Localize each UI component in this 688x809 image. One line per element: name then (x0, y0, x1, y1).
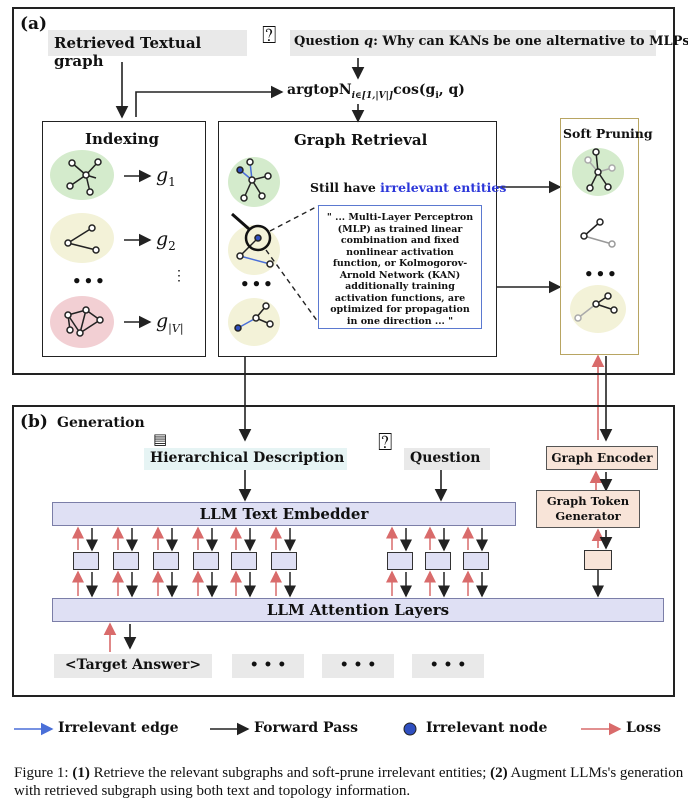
indexing-title: Indexing (85, 130, 159, 148)
answer-dots-2: • • • (322, 654, 394, 678)
still-have-text: Still have irrelevant entities (310, 180, 507, 195)
quote-box: " ... Multi-Layer Perceptron (MLP) as tr… (318, 205, 482, 329)
legend-forward-pass: Forward Pass (254, 720, 359, 736)
token-box (271, 552, 297, 570)
token-box (193, 552, 219, 570)
dashed-connector-top (269, 205, 319, 232)
token-box (425, 552, 451, 570)
indexing-box (42, 121, 206, 357)
graph-icon-1 (66, 158, 102, 196)
soft-pruning-title: Soft Pruning (563, 126, 653, 141)
answer-dots-3: • • • (412, 654, 484, 678)
figure-caption: Figure 1: (1) Retrieve the relevant subg… (14, 765, 684, 799)
arrow-indexing-to-argtop (135, 85, 284, 117)
irrelevant-entities-text: irrelevant entities (380, 180, 507, 195)
pruned-graph-2 (580, 218, 616, 248)
token-box (231, 552, 257, 570)
retrieval-yellow-blob-2 (228, 298, 280, 346)
soft-pruning-box (560, 118, 639, 355)
panel-a-tag: (a) (20, 14, 48, 34)
token-box (73, 552, 99, 570)
token-box (387, 552, 413, 570)
legend-irrelevant-node: Irrelevant node (426, 720, 548, 736)
token-box (153, 552, 179, 570)
argtop-cos: cos(g (393, 82, 436, 98)
indexing-dots: ••• (72, 272, 107, 290)
token-box (463, 552, 489, 570)
question-person-icon: ⍰ (262, 21, 277, 49)
g2-label: g2 (156, 228, 176, 253)
target-answer-chip: <Target Answer> (54, 654, 212, 678)
question-box: Question q: Why can KANs be one alternat… (290, 30, 688, 56)
retrieval-graph-1 (236, 158, 272, 202)
graph-retrieval-title: Graph Retrieval (294, 131, 428, 149)
magnifier-icon (231, 212, 272, 252)
question-text: : Why can KANs be one alternative to MLP… (373, 34, 688, 49)
document-icon: ▤ (153, 430, 168, 448)
pruning-dots: ••• (584, 265, 619, 283)
pruned-yellow-blob (570, 285, 626, 333)
token-arrows (72, 526, 604, 598)
pink-subgraph-blob (50, 296, 114, 348)
argtop-formula: argtopNi∈[1,|V|]cos(gi, q) (287, 82, 465, 101)
retrieval-graph-3 (234, 302, 274, 332)
argtop-cos-sub: i (435, 90, 439, 101)
retrieval-dots: ••• (240, 275, 275, 293)
panel-a (12, 7, 675, 375)
dashed-connector-bottom (265, 249, 319, 323)
argtop-sub: i∈[1,|V|] (351, 90, 394, 101)
graph-retrieval-box (218, 121, 497, 357)
gv-label: g|V| (156, 310, 184, 335)
retrieved-graph-label: Retrieved Textual graph (48, 30, 247, 70)
token-box (113, 552, 139, 570)
argtop-tail: , q) (438, 82, 465, 98)
graph-token-box (584, 550, 612, 570)
panel-b-tag: (b) (20, 412, 48, 432)
graph-token-generator-box: Graph Token Generator (536, 490, 640, 528)
hier-desc-chip: Hierarchical Description (144, 448, 347, 470)
question-chip: Question (404, 448, 490, 470)
panel-b (12, 405, 675, 697)
llm-attention-layers: LLM Attention Layers (52, 598, 664, 622)
pruned-graph-3 (574, 292, 618, 322)
panel-b-title: Generation (57, 415, 145, 431)
argtop-main: argtopN (287, 82, 352, 98)
graph-encoder-box: Graph Encoder (546, 446, 658, 470)
graph-icon-2 (64, 224, 100, 254)
legend-irrelevant-node-icon (403, 722, 417, 736)
g1-label: g1 (156, 164, 176, 189)
graph-icon-3 (64, 306, 104, 337)
question-prefix: Question (294, 34, 364, 49)
legend-irrelevant-edge: Irrelevant edge (58, 720, 179, 736)
indexing-vdots: ⋮ (172, 268, 186, 284)
legend-loss: Loss (626, 720, 661, 736)
llm-text-embedder: LLM Text Embedder (52, 502, 516, 526)
question-var: q (363, 34, 374, 49)
question-person-icon-b: ⍰ (378, 428, 393, 456)
answer-dots-1: • • • (232, 654, 304, 678)
pruned-graph-1 (584, 148, 616, 192)
